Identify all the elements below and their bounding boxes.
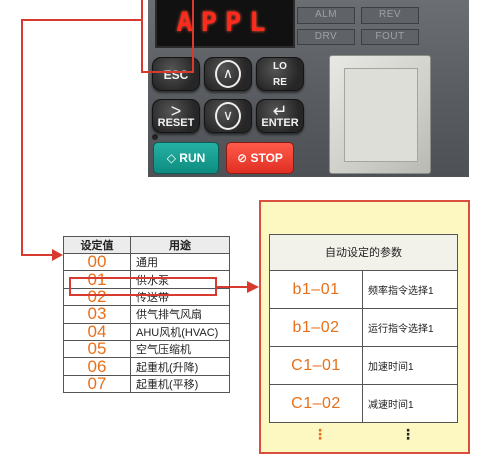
setting-value: 04 [63, 322, 131, 341]
header-usage: 用途 [130, 236, 230, 254]
setting-usage: 传送带 [130, 287, 230, 307]
setting-value: 07 [63, 374, 131, 394]
setting-value: 00 [63, 252, 131, 272]
down-arrow-icon: ∨ [215, 102, 241, 130]
setting-usage: 通用 [130, 252, 230, 272]
up-arrow-icon: ∧ [215, 60, 241, 88]
inverter-keypad-photo: APPL ALM REV DRV FOUT ESC ∧ LO RE > RESE… [148, 0, 469, 177]
setting-usage: 供水泵 [130, 270, 230, 289]
stop-icon: ⊘ [237, 151, 248, 165]
run-key: ◇ RUN [153, 142, 219, 174]
arrow-head-table [52, 249, 63, 261]
run-key-label: RUN [179, 151, 206, 165]
parameter-description: 减速时间1 [362, 384, 458, 423]
panel-title: 自动设定的参数 [269, 234, 458, 272]
parameter-code: C1–01 [269, 346, 363, 385]
stop-key-label: STOP [250, 151, 283, 165]
indicator-rev: REV [361, 7, 419, 24]
led-display: APPL [155, 0, 295, 48]
setting-value: 01 [63, 270, 131, 289]
setting-value: 05 [63, 339, 131, 359]
right-arrow-icon: > [170, 101, 182, 121]
return-arrow-icon: ↵ [272, 101, 288, 121]
setting-value: 02 [63, 287, 131, 307]
settings-header-row: 设定值 用途 [63, 236, 230, 254]
setting-usage: 起重机(升降) [130, 357, 230, 376]
lo-re-key: LO RE [256, 57, 304, 91]
connector-port [329, 55, 431, 174]
lo-label: LO [273, 61, 287, 72]
enter-key-label: ENTER [261, 117, 299, 129]
setting-value: 06 [63, 357, 131, 376]
stop-key: ⊘ STOP [226, 142, 294, 174]
parameter-description: 运行指令选择1 [362, 308, 458, 347]
reset-key-label: RESET [157, 117, 195, 129]
setting-usage: 空气压缩机 [130, 339, 230, 359]
indicator-alm: ALM [297, 7, 355, 24]
header-setting-value: 设定值 [63, 236, 131, 254]
parameter-description: 频率指令选择1 [362, 270, 458, 309]
setting-usage: AHU风机(HVAC) [130, 322, 230, 341]
port-socket [344, 68, 418, 162]
parameter-description: 加速时间1 [362, 346, 458, 385]
up-key: ∧ [204, 57, 252, 91]
reset-key: > RESET [152, 99, 200, 133]
parameter-code: C1–02 [269, 384, 363, 423]
setting-value: 03 [63, 305, 131, 324]
description-ellipsis: ⋮ [401, 426, 415, 442]
code-ellipsis: ⋮ [313, 426, 327, 442]
led-dot [152, 134, 158, 140]
display-highlight-box [141, 0, 194, 73]
down-key: ∨ [204, 99, 252, 133]
setting-usage: 供气排气风扇 [130, 305, 230, 324]
re-label: RE [273, 77, 287, 88]
indicator-fout: FOUT [361, 28, 419, 45]
run-icon: ◇ [166, 151, 176, 165]
setting-usage: 起重机(平移) [130, 374, 230, 394]
enter-key: ↵ ENTER [256, 99, 304, 133]
arrow-head-panel [247, 281, 259, 293]
parameter-code: b1–02 [269, 308, 363, 347]
display-to-table-line [21, 19, 142, 256]
indicator-group: ALM REV DRV FOUT [297, 7, 419, 45]
parameter-code: b1–01 [269, 270, 363, 309]
indicator-drv: DRV [297, 28, 355, 45]
